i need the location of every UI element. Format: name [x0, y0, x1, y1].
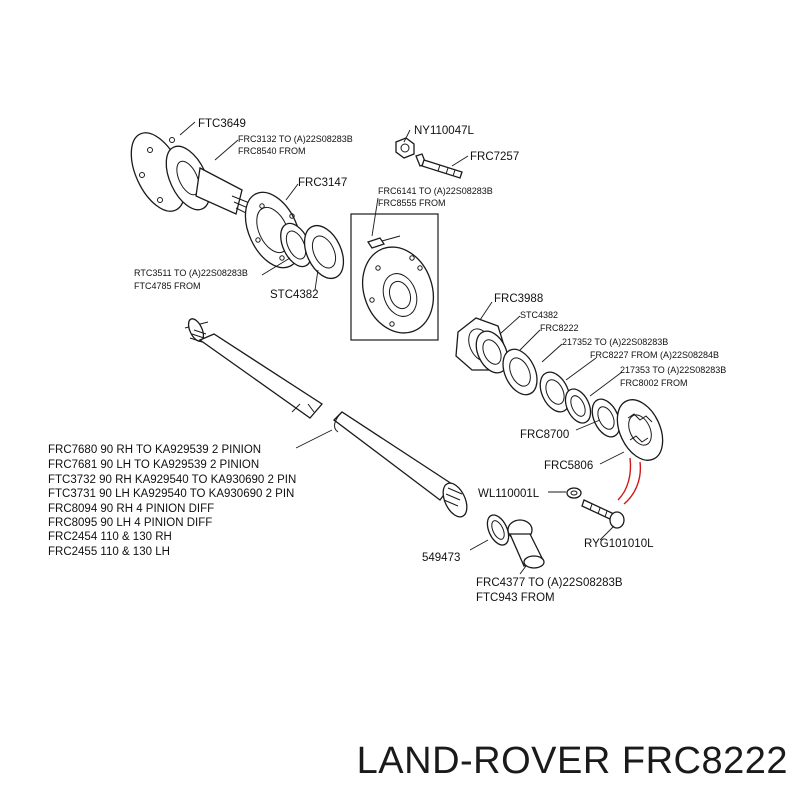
- shaft-list-line: FRC2454 110 & 130 RH: [48, 531, 172, 543]
- label-ryg101010l: RYG101010L: [584, 538, 654, 550]
- label-frc3988: FRC3988: [494, 293, 543, 305]
- label-frc5806: FRC5806: [544, 460, 593, 472]
- label-549473: 549473: [422, 552, 460, 564]
- shaft-list-line: FTC3731 90 LH KA929540 TO KA930690 2 PIN: [48, 488, 294, 500]
- label-ftc943: FTC943 FROM: [476, 592, 555, 604]
- label-frc6141: FRC6141 TO (A)22S08283B: [378, 186, 493, 196]
- label-frc8222: FRC8222: [540, 323, 579, 333]
- label-frc8227: FRC8227 FROM (A)22S08284B: [590, 350, 719, 360]
- shaft-list-line: FRC8095 90 LH 4 PINION DIFF: [48, 517, 212, 529]
- circlip-and-stub: [486, 514, 545, 569]
- label-stc4382-upper: STC4382: [270, 289, 319, 301]
- shaft-list-line: FRC2455 110 & 130 LH: [48, 546, 170, 558]
- highlight-curve-outer: [623, 461, 642, 505]
- label-217353: 217353 TO (A)22S08283B: [620, 365, 726, 375]
- label-frc8700: FRC8700: [520, 429, 569, 441]
- label-ftc3649: FTC3649: [198, 118, 246, 130]
- label-frc3147: FRC3147: [298, 177, 347, 189]
- label-frc7257: FRC7257: [470, 151, 519, 163]
- shaft-list-line: FRC7680 90 RH TO KA929539 2 PINION: [48, 444, 261, 456]
- label-frc8555: FRC8555 FROM: [378, 198, 446, 208]
- label-frc4377: FRC4377 TO (A)22S08283B: [476, 577, 623, 589]
- label-wl110001l: WL110001L: [478, 488, 540, 500]
- shaft-list-line: FTC3732 90 RH KA929540 TO KA930690 2 PIN: [48, 474, 296, 486]
- shaft-part-list: FRC7680 90 RH TO KA929539 2 PINION FRC76…: [48, 444, 296, 558]
- hub-assembly-box: [350, 213, 439, 341]
- part-number-title: LAND-ROVER FRC8222: [356, 740, 788, 782]
- nut-and-bolt: [395, 137, 463, 179]
- label-frc8540: FRC8540 FROM: [238, 146, 306, 156]
- leader-lines: [179, 121, 625, 575]
- label-ftc4785: FTC4785 FROM: [134, 281, 201, 291]
- shaft-list-line: FRC8094 90 RH 4 PINION DIFF: [48, 503, 214, 515]
- stub-axle-flange: [130, 132, 269, 222]
- label-stc4382-lower: STC4382: [520, 310, 558, 320]
- seal-and-bearing: [280, 222, 345, 280]
- label-217352: 217352 TO (A)22S08283B: [562, 337, 668, 347]
- highlight-curve-inner: [617, 457, 632, 501]
- half-shaft: [184, 318, 468, 518]
- washer-and-cap-bolt: [566, 487, 625, 529]
- label-ny110047l: NY110047L: [414, 125, 474, 137]
- label-rtc3511: RTC3511 TO (A)22S08283B: [134, 268, 248, 278]
- drive-flange-stack: [455, 317, 664, 461]
- label-frc8002: FRC8002 FROM: [620, 378, 688, 388]
- shaft-list-line: FRC7681 90 LH TO KA929539 2 PINION: [48, 459, 259, 471]
- label-frc3132: FRC3132 TO (A)22S08283B: [238, 134, 353, 144]
